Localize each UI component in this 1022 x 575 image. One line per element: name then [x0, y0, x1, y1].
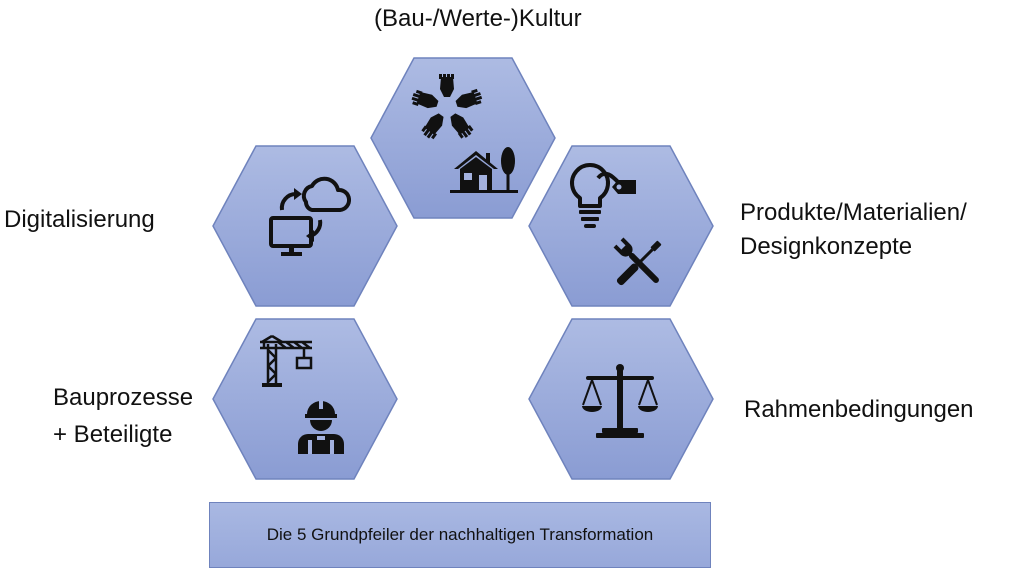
label-rahmenbedingungen: Rahmenbedingungen: [744, 396, 974, 423]
tools-icon: [608, 232, 670, 299]
hexagon-produkte: [528, 145, 714, 307]
label-bauprozesse-line1: Bauprozesse: [53, 384, 194, 411]
banner-text: Die 5 Grundpfeiler der nachhaltigen Tran…: [266, 525, 654, 544]
hands-circle-icon: [410, 71, 484, 145]
cloud-sync-monitor-icon: [266, 176, 352, 265]
scales-icon: [580, 362, 660, 445]
construction-worker-icon: [294, 400, 348, 461]
label-kultur: (Bau-/Werte-)Kultur: [374, 5, 582, 32]
label-bauprozesse-line2: + Beteiligte: [53, 421, 173, 448]
title-banner: Die 5 Grundpfeiler der nachhaltigen Tran…: [209, 502, 711, 568]
hexagon-digitalisierung: [212, 145, 398, 307]
lightbulb-tag-icon: [562, 160, 642, 237]
crane-icon: [258, 334, 318, 393]
hexagon-bauprozesse: [212, 318, 398, 480]
label-produkte-line1: Produkte/Materialien/: [740, 199, 967, 226]
label-digitalisierung: Digitalisierung: [4, 206, 155, 233]
label-produkte-line2: Designkonzepte: [740, 233, 913, 260]
house-tree-icon: [450, 145, 518, 200]
